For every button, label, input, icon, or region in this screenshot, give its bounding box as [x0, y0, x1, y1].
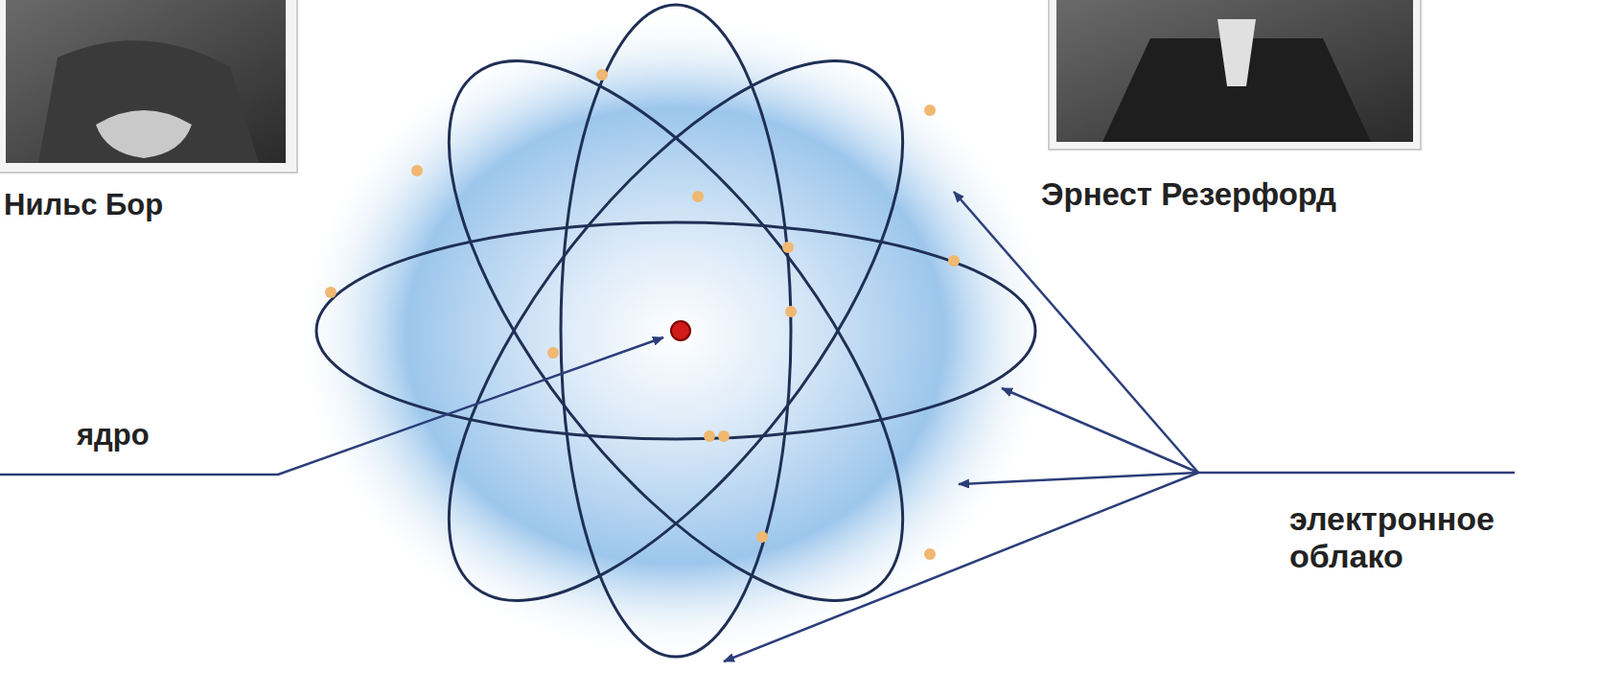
portrait-photo	[0, 0, 298, 173]
nucleus	[671, 321, 691, 341]
electron-cloud	[292, 9, 1060, 662]
part-label: ядро	[76, 417, 269, 453]
scientist-name: Эрнест Резерфорд	[1041, 176, 1444, 213]
electron-dots	[324, 69, 960, 560]
scientist-name: Нильс Бор	[3, 187, 292, 223]
portrait-photo	[1048, 0, 1421, 150]
leader-lines	[0, 191, 1515, 662]
part-label: электронное облако	[1289, 500, 1582, 576]
electron-orbits	[316, 0, 1036, 671]
